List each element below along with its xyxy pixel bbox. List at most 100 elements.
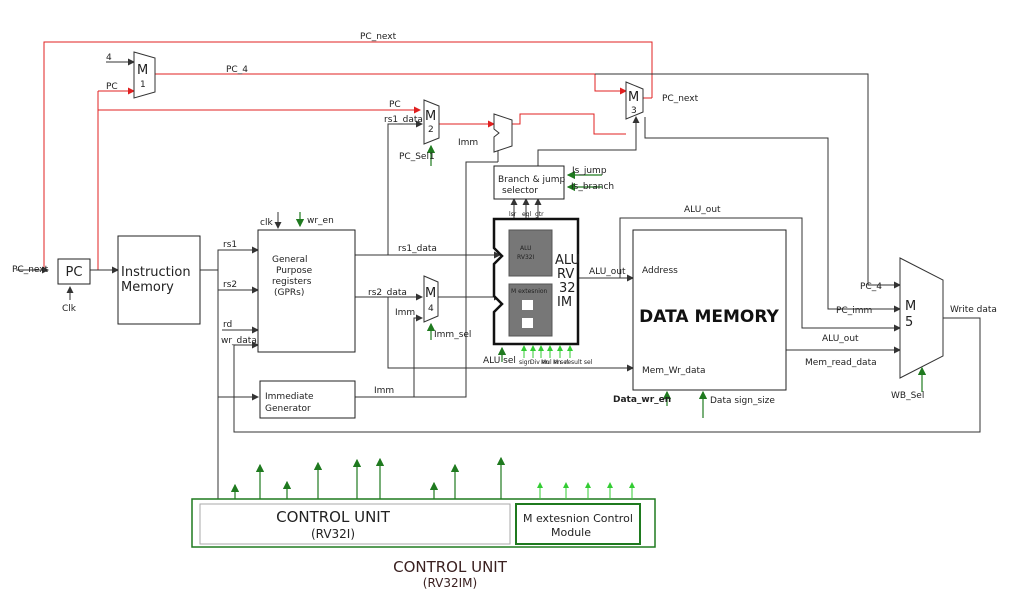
data-memory-label: DATA MEMORY: [639, 307, 779, 327]
label-rs2-data: rs2_data: [368, 288, 407, 298]
m4-n: 4: [428, 304, 434, 314]
mux-m1: M 1: [133, 51, 156, 99]
imm-gen-line1: Immediate: [265, 392, 314, 402]
mux-m2: M 2: [423, 99, 440, 145]
label-pc: PC: [106, 82, 118, 92]
alu-line1: ALU: [555, 253, 580, 268]
cu-inner-sub: (RV32I): [311, 527, 355, 541]
label-pc-next-top: PC_next: [360, 32, 397, 42]
label-alu-out-right: ALU_out: [822, 334, 859, 344]
m1-m: M: [137, 63, 148, 78]
label-pc-next-left: PC_next: [12, 265, 49, 275]
label-pc-sel1: PC_Sel1: [399, 152, 435, 162]
cu-outer-title: CONTROL UNIT: [393, 558, 508, 576]
pc4-to-m5-wire: [595, 73, 901, 289]
pc-label: PC: [66, 265, 83, 280]
label-sign: sign: [519, 359, 532, 366]
label-four: 4: [106, 53, 112, 63]
label-rs2: rs2: [223, 280, 237, 290]
m5-n: 5: [905, 315, 913, 330]
label-rs1-data-top: rs1_data: [384, 115, 423, 125]
label-rd: rd: [223, 320, 232, 330]
m-ctrl-line2: Module: [551, 526, 591, 539]
label-m-sel: M sel: [553, 359, 569, 366]
label-data-sign-size: Data sign_size: [710, 396, 775, 406]
signal-labels: PC_next 4 PC PC_4 PC rs1_data PC_Sel1 Im…: [12, 32, 997, 406]
m5-m: M: [905, 299, 916, 314]
cu-inner-title: CONTROL UNIT: [276, 508, 391, 526]
label-mem-wr-data: Mem_Wr_data: [642, 366, 706, 376]
m4-m: M: [425, 286, 436, 301]
label-eql: eql: [522, 211, 532, 218]
label-imm-gen-out: Imm: [374, 386, 394, 396]
instruction-memory-line1: Instruction: [121, 265, 191, 280]
mux-m3: M 3: [625, 81, 644, 120]
gpr-line3: registers: [272, 277, 312, 287]
label-data-wr-en: Data_wr_en: [613, 395, 671, 405]
label-alu-out-top: ALU_out: [684, 205, 721, 215]
label-wr-data: wr_data: [221, 336, 257, 346]
imm-gen-line2: Generator: [265, 404, 311, 414]
alu-line4: IM: [557, 295, 572, 310]
gpr-register-file: General Purpose registers (GPRs): [257, 229, 356, 353]
label-pc-imm: PC_imm: [836, 306, 872, 316]
m2-m: M: [425, 109, 436, 124]
label-mem-read-data: Mem_read_data: [805, 358, 877, 368]
data-memory: DATA MEMORY: [632, 229, 787, 391]
label-result-sel: result sel: [565, 359, 593, 366]
mux-m5: M 5: [899, 257, 944, 379]
gpr-line2: Purpose: [276, 266, 313, 276]
label-wb-sel: WB_Sel: [891, 391, 924, 401]
label-pc-to-m2: PC: [389, 100, 401, 110]
pc-register: PC: [57, 258, 91, 285]
label-pc-next-right: PC_next: [662, 94, 699, 104]
label-alu-out-mid: ALU_out: [589, 267, 626, 277]
label-imm-sel: Imm_sel: [434, 330, 471, 340]
m1-n: 1: [140, 80, 146, 90]
alu-inner-line1: ALU: [520, 245, 532, 252]
m2-n: 2: [428, 125, 434, 135]
label-clk-reg: clk: [260, 218, 273, 228]
gpr-line4: (GPRs): [274, 288, 304, 298]
label-imm-m4: Imm: [395, 308, 415, 318]
label-clk-pc: Clk: [62, 304, 77, 314]
label-pc4-right: PC_4: [860, 282, 882, 292]
label-is-branch: Is_branch: [571, 182, 614, 192]
label-pc4-top: PC_4: [226, 65, 248, 75]
immediate-generator: Immediate Generator: [259, 380, 356, 419]
control-unit-rv32i: [199, 503, 511, 545]
gpr-line1: General: [272, 255, 307, 265]
label-address: Address: [642, 266, 678, 276]
label-rs1: rs1: [223, 240, 237, 250]
label-mul-en: Mul en: [541, 359, 561, 366]
label-lsr: lsr: [509, 211, 517, 218]
label-div-en: Div en: [530, 359, 549, 366]
pc-adder: [493, 113, 513, 153]
m-ext-inner-label: M extesnion: [511, 288, 548, 295]
instruction-memory-line2: Memory: [121, 280, 174, 295]
label-wr-en: wr_en: [307, 216, 334, 226]
alu-line2: RV: [557, 267, 574, 282]
alu-inner-line2: RV32I: [517, 254, 535, 261]
data-wires: [16, 116, 981, 500]
alu-rv32im: ALU RV32I M extesnion ALU RV 32 IM: [492, 217, 580, 346]
mux-m4: M 4: [423, 275, 439, 323]
control-unit-outer: CONTROL UNIT (RV32I) M extesnion Control…: [191, 498, 656, 548]
label-rs1-data-mid: rs1_data: [398, 244, 437, 254]
label-is-jump: Is_jump: [572, 166, 607, 176]
branch-line1: Branch & jump: [498, 175, 565, 185]
label-imm-top: Imm: [458, 138, 478, 148]
label-gtr: gtr: [535, 211, 544, 218]
label-alu-sel: ALU sel: [483, 356, 516, 366]
m-extension-control-module: [515, 503, 641, 545]
m3-n: 3: [631, 106, 637, 116]
alu-rv32i-subblock: [508, 229, 553, 277]
label-write-data: Write data: [950, 305, 997, 315]
instruction-memory: Instruction Memory: [117, 235, 201, 325]
m3-m: M: [628, 90, 639, 105]
m-ext-control-inputs: [521, 345, 573, 358]
m-ctrl-line1: M extesnion Control: [523, 512, 633, 525]
branch-line2: selector: [502, 186, 538, 196]
branch-jump-selector: Branch & jump selector: [493, 165, 565, 200]
